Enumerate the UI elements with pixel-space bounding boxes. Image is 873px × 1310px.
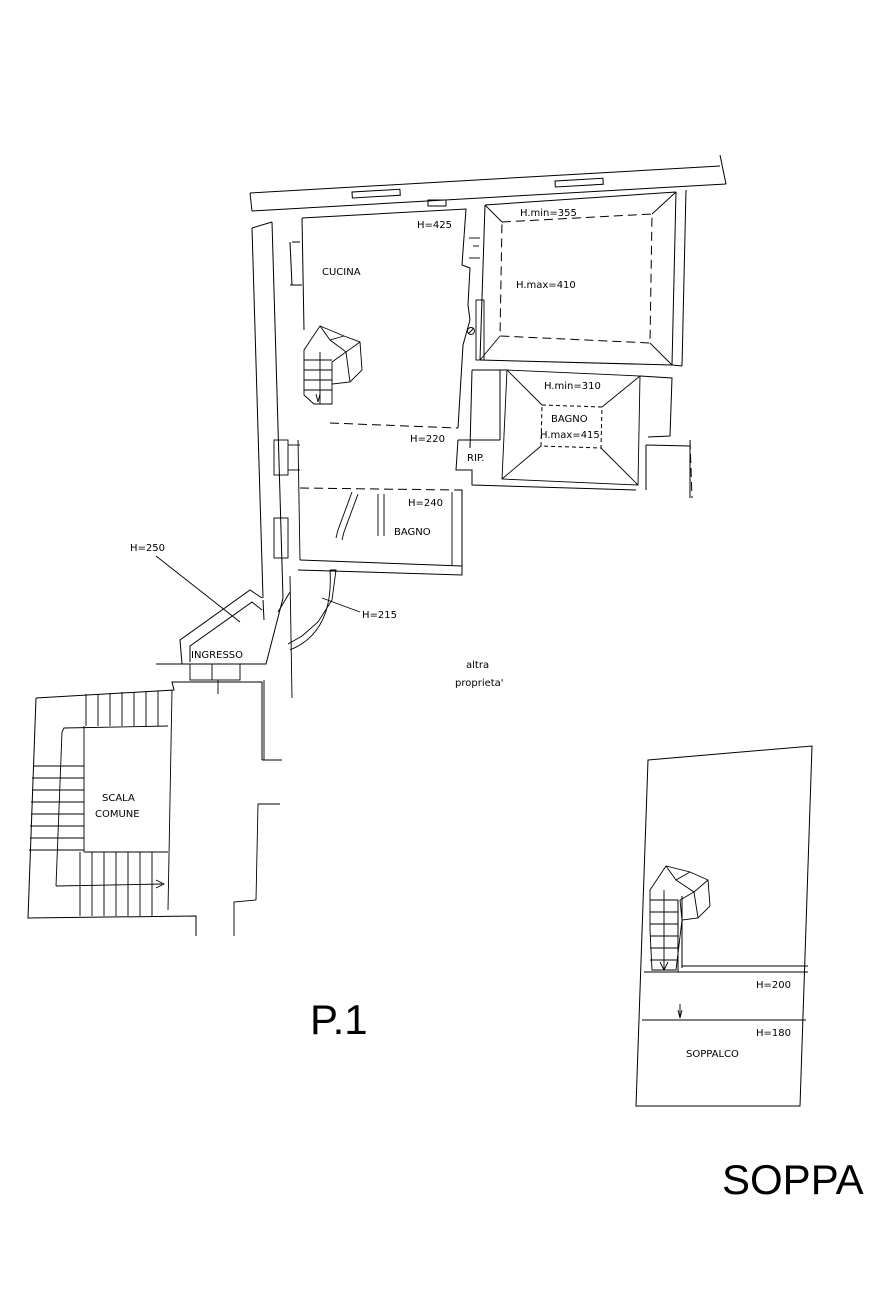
- label-hmin355: H.min=355: [520, 208, 577, 219]
- label-proprieta: proprieta': [455, 678, 504, 689]
- large-room: [467, 191, 677, 366]
- label-h220: H=220: [410, 434, 445, 445]
- kitchen-room: [289, 208, 471, 429]
- label-h200: H=200: [756, 980, 791, 991]
- label-bagno-lower: BAGNO: [394, 527, 431, 538]
- label-h240: H=240: [408, 498, 443, 509]
- upper-bathroom: [469, 369, 691, 498]
- entrance-area: [156, 569, 337, 936]
- label-bagno-upper: BAGNO: [551, 414, 588, 425]
- label-hmax415: H.max=415: [540, 430, 600, 441]
- label-cucina: CUCINA: [322, 267, 361, 278]
- label-h425: H=425: [417, 220, 452, 231]
- plan-title: P.1: [310, 996, 368, 1043]
- label-rip: RIP.: [467, 453, 485, 464]
- label-hmin310: H.min=310: [544, 381, 601, 392]
- common-staircase: [27, 681, 263, 936]
- leader-h215: [321, 597, 361, 613]
- mezzanine-plan: [635, 745, 813, 1107]
- label-hmax410: H.max=410: [516, 280, 576, 291]
- leader-h250: [155, 555, 241, 623]
- spiral-stair-mezzanine: [649, 865, 711, 972]
- label-soppalco: SOPPALCO: [686, 1049, 739, 1060]
- label-altra: altra: [466, 660, 489, 671]
- label-h180: H=180: [756, 1028, 791, 1039]
- exterior-walls: [249, 154, 727, 599]
- mezzanine-title: SOPPA: [722, 1156, 864, 1203]
- label-ingresso: INGRESSO: [191, 650, 243, 661]
- label-comune: COMUNE: [95, 809, 140, 820]
- label-h250: H=250: [130, 543, 165, 554]
- spiral-stair-kitchen: [303, 325, 363, 405]
- label-scala: SCALA: [102, 793, 135, 804]
- label-h215: H=215: [362, 610, 397, 621]
- corridor-and-lower-bathroom: [273, 370, 637, 576]
